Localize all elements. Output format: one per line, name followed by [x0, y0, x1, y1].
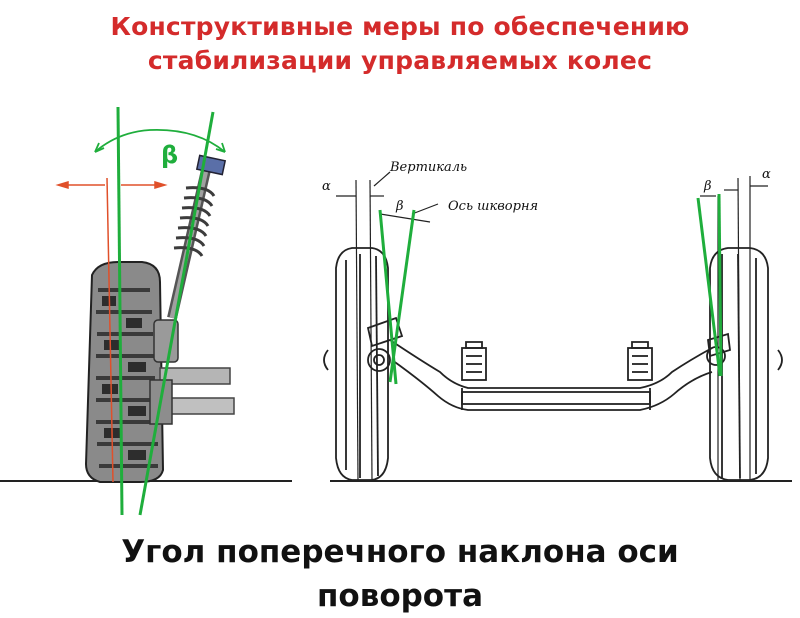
- slide-caption-line-1: Угол поперечного наклона оси: [121, 534, 679, 570]
- left-vertical-axis: [116, 106, 124, 516]
- slide-title-line-1: Конструктивные меры по обеспечению: [110, 12, 690, 41]
- left-kingpin-line-b: [388, 209, 416, 383]
- left-dimension-lines: [55, 177, 168, 483]
- left-axis-lines: [116, 106, 215, 516]
- slide-title: Конструктивные меры по обеспечению стаби…: [0, 10, 800, 78]
- slide-title-line-2: стабилизации управляемых колес: [147, 46, 653, 75]
- beta-left-label: β: [395, 199, 404, 214]
- left-suspension-figure: β: [0, 106, 292, 516]
- alpha-right-label: α: [762, 167, 771, 182]
- slide-caption: Угол поперечного наклона оси поворота: [0, 530, 800, 618]
- left-beta-arc: [94, 128, 226, 153]
- vertical-label: Вертикаль: [389, 160, 467, 175]
- spring-bracket-left: [461, 341, 487, 381]
- left-kingpin-axis: [138, 111, 215, 516]
- left-tire: [84, 261, 165, 483]
- dimension-arrows: [336, 171, 768, 223]
- vertical-reference-lines: [355, 176, 751, 481]
- right-kingpin-line-b: [717, 193, 723, 377]
- diagram-canvas: β: [0, 106, 792, 516]
- right-kingpin-line-a: [696, 197, 722, 377]
- axle-beam: [366, 316, 731, 411]
- slide-caption-line-2: поворота: [316, 578, 483, 614]
- kingpin-axis-label: Ось шкворня: [448, 199, 538, 214]
- left-beta-label: β: [161, 141, 178, 169]
- beta-right-label: β: [703, 179, 712, 194]
- right-axle-figure: [323, 171, 792, 482]
- left-knuckle: [149, 319, 235, 425]
- spring-bracket-right: [627, 341, 653, 381]
- right-green-axis-lines: [378, 193, 723, 385]
- alpha-left-label: α: [322, 179, 331, 194]
